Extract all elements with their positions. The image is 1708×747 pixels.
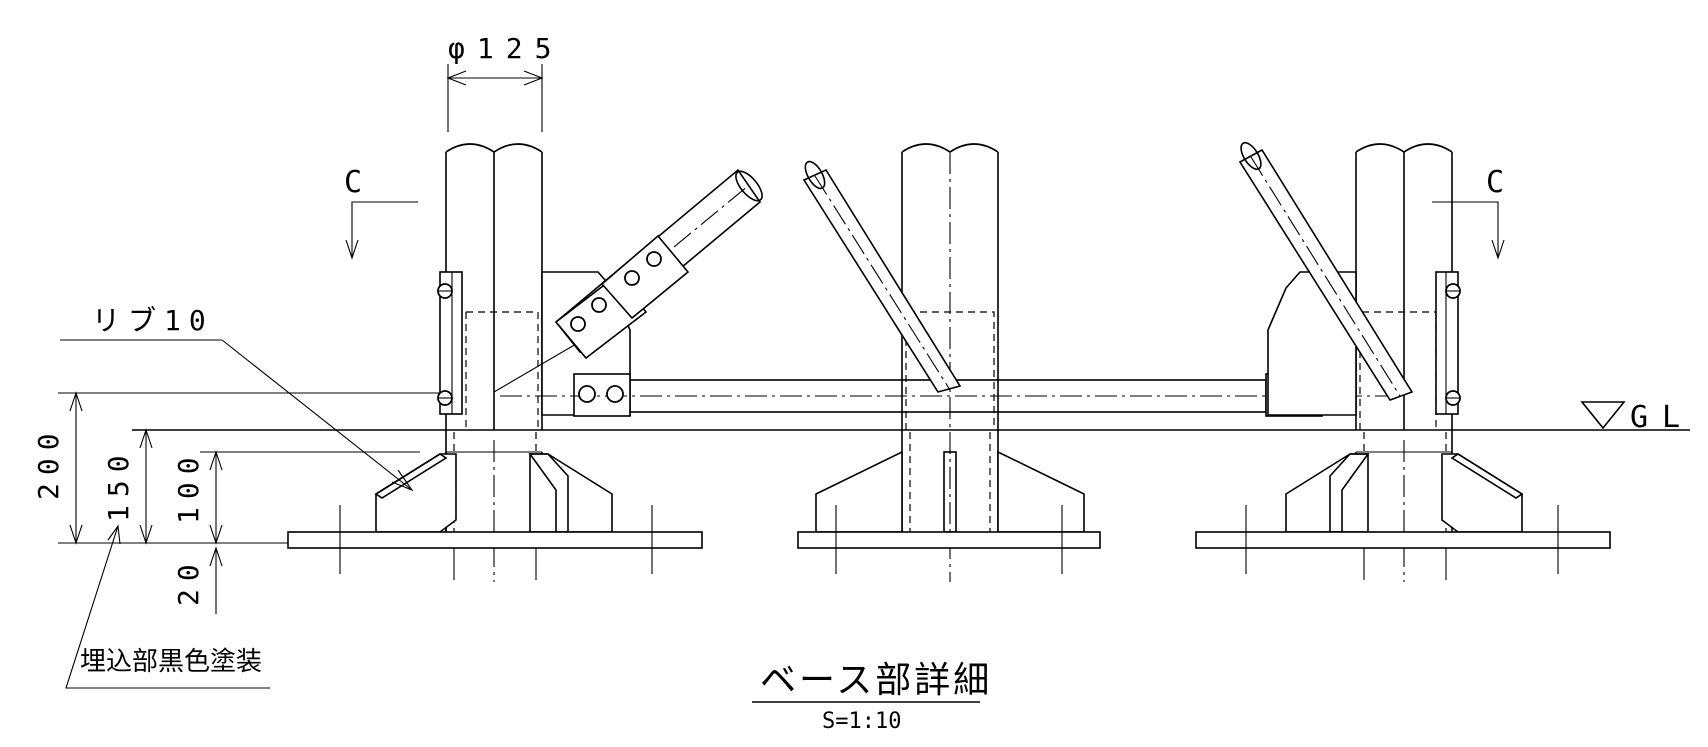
- section-mark-right: C: [1432, 165, 1505, 260]
- dimension-100: 100: [172, 449, 205, 524]
- bolt-icon: [570, 316, 586, 332]
- dimension-200: 200: [32, 425, 65, 500]
- left-base-ribs: [374, 453, 613, 533]
- ground-level-label: GL: [1630, 400, 1694, 435]
- right-diagonal-brace: [1238, 141, 1414, 401]
- right-base-plate: [1195, 505, 1611, 580]
- dimension-20: 20: [172, 556, 205, 606]
- section-mark-left-label: C: [344, 165, 362, 200]
- vertical-dimensions: [58, 391, 440, 614]
- drawing-title-block: ベース部詳細 S=1:10: [752, 660, 992, 734]
- dimension-150: 150: [102, 447, 135, 522]
- coating-note-label: 埋込部黒色塗装: [80, 647, 262, 677]
- section-mark-right-label: C: [1486, 165, 1504, 200]
- coating-note: 埋込部黒色塗装: [65, 524, 270, 689]
- pipe-diameter-label: φ125: [448, 32, 563, 65]
- bolt-icon: [591, 297, 607, 313]
- center-diagonal-brace: [802, 160, 962, 393]
- right-base-ribs: [1285, 453, 1524, 533]
- bolt-icon: [606, 385, 624, 403]
- rib-note-label: リブ10: [92, 304, 214, 337]
- center-base-plate: [797, 505, 1101, 574]
- left-diagonal-brace: [554, 168, 763, 360]
- section-mark-left: C: [344, 165, 418, 260]
- drawing-title: ベース部詳細: [760, 660, 992, 701]
- left-base-plate: [287, 505, 703, 580]
- bolt-icon: [578, 385, 596, 403]
- ground-level-symbol: GL: [1580, 400, 1694, 435]
- bolt-icon: [624, 270, 640, 286]
- right-side-plate: [1435, 271, 1461, 415]
- rib-note: リブ10: [60, 304, 414, 492]
- drawing-scale: S=1:10: [822, 709, 901, 734]
- bolt-icon: [646, 251, 662, 267]
- pipe-diameter-dimension: φ125: [446, 32, 563, 132]
- center-post: [901, 143, 999, 582]
- left-side-plate: [437, 271, 463, 415]
